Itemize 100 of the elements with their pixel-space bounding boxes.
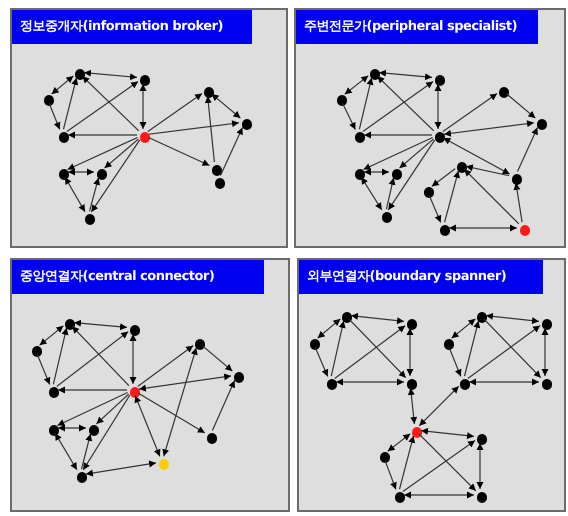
- panel: [297, 258, 566, 512]
- arrow: [469, 378, 539, 386]
- arrow: [57, 392, 128, 426]
- network-node: [382, 212, 392, 223]
- arrow: [58, 386, 127, 394]
- arrow: [52, 328, 68, 384]
- arrow: [431, 168, 456, 187]
- network-node: [435, 75, 445, 86]
- network-node: [204, 87, 214, 98]
- arrow: [137, 345, 194, 387]
- highlighted-node: [130, 387, 140, 398]
- arrow: [464, 168, 520, 224]
- arrow: [434, 84, 442, 129]
- network-node: [212, 165, 222, 176]
- arrow: [443, 137, 510, 175]
- arrow: [398, 436, 416, 490]
- network-node: [407, 379, 417, 390]
- arrow: [476, 443, 484, 489]
- network-node: [97, 169, 107, 180]
- arrow: [138, 373, 232, 392]
- network-node: [140, 75, 150, 86]
- arrow: [138, 392, 206, 434]
- arrow: [514, 182, 523, 222]
- arrow: [58, 424, 86, 432]
- network-node: [542, 319, 552, 330]
- network-node: [49, 387, 59, 398]
- arrow: [68, 132, 137, 138]
- arrow: [344, 75, 369, 95]
- arrow: [51, 75, 74, 95]
- arrow: [148, 93, 202, 132]
- panel: [10, 258, 290, 512]
- arrow: [211, 93, 241, 119]
- arrow: [148, 120, 240, 135]
- arrow: [386, 178, 396, 210]
- arrow: [408, 388, 418, 424]
- arrow: [84, 70, 138, 80]
- arrow: [220, 127, 244, 176]
- arrow: [364, 168, 389, 176]
- arrow: [406, 328, 414, 376]
- arrow: [350, 312, 404, 324]
- arrow: [36, 354, 50, 385]
- arrow: [388, 140, 436, 210]
- arrow: [399, 138, 434, 169]
- arrow: [358, 78, 374, 130]
- arrow: [506, 93, 536, 119]
- network-node: [59, 169, 69, 180]
- arrow: [134, 395, 160, 457]
- network-node: [424, 187, 434, 198]
- arrow: [62, 78, 78, 130]
- arrow: [204, 96, 215, 162]
- network-node: [477, 434, 487, 445]
- arrow: [334, 325, 406, 379]
- arrow: [82, 394, 130, 470]
- arrow: [86, 460, 156, 476]
- network-node: [477, 492, 487, 503]
- arrow: [444, 170, 460, 222]
- arrow: [82, 76, 140, 132]
- arrow: [48, 103, 60, 130]
- arrow: [317, 318, 341, 339]
- network-node: [215, 178, 225, 189]
- network-node: [512, 174, 522, 185]
- panel: [294, 8, 566, 248]
- arrow: [449, 224, 517, 232]
- network-node: [77, 472, 87, 483]
- network-node: [337, 95, 347, 106]
- arrow: [202, 345, 233, 372]
- arrow: [96, 394, 129, 424]
- highlighted-node: [412, 427, 422, 438]
- arrow: [342, 103, 356, 130]
- network-node: [499, 87, 509, 98]
- network-node: [207, 433, 217, 444]
- arrow: [418, 434, 476, 492]
- arrow: [418, 386, 460, 426]
- network-node: [44, 95, 54, 106]
- network-node: [242, 119, 252, 130]
- network-node: [130, 325, 140, 336]
- network-node: [392, 169, 402, 180]
- arrow: [442, 93, 498, 132]
- network-node: [537, 119, 547, 130]
- highlighted-node: [140, 132, 150, 143]
- arrow: [378, 70, 432, 80]
- arrow: [104, 138, 139, 169]
- network-node: [342, 312, 352, 323]
- network-node: [457, 162, 467, 173]
- network-node: [327, 379, 337, 390]
- network-node: [460, 379, 470, 390]
- highlighted-node: [159, 459, 169, 470]
- arrow: [314, 347, 328, 377]
- arrow: [376, 76, 434, 132]
- panel-title: 주변전문가(peripheral specialist): [296, 10, 538, 44]
- network-node: [370, 69, 380, 80]
- panel: [10, 8, 288, 248]
- arrow: [130, 334, 136, 384]
- highlighted-node: [520, 225, 530, 236]
- arrow: [80, 434, 92, 470]
- arrow: [451, 318, 476, 339]
- arrow: [336, 378, 404, 386]
- arrow: [360, 176, 382, 210]
- network-node: [59, 132, 69, 143]
- network-node: [75, 69, 85, 80]
